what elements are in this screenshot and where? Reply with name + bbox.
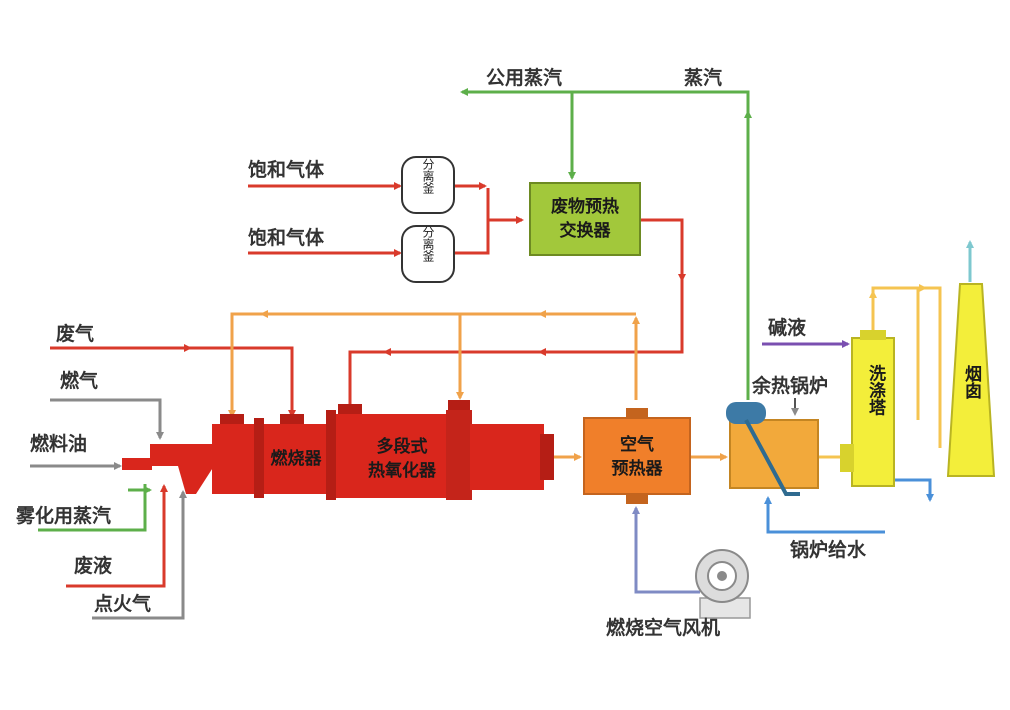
waste-liquid-line: [66, 484, 168, 588]
boiler-feed-water-label: 锅炉给水: [790, 538, 867, 561]
waste-gas-line: [50, 346, 296, 418]
public-steam-label: 公用蒸汽: [486, 66, 562, 89]
atomizing-steam-label: 雾化用蒸汽: [16, 504, 111, 527]
saturated-gas-2-label: 饱和气体: [248, 226, 325, 249]
oxidizer-label-1: 多段式: [377, 436, 428, 457]
oxidizer-label-2: 热氧化器: [368, 460, 437, 481]
burner-label: 燃烧器: [271, 448, 323, 469]
combustion-fan-label: 燃烧空气风机: [606, 616, 720, 639]
boiler-feed-water-line: [764, 496, 885, 534]
chimney: 烟囱: [946, 283, 996, 477]
fuel-gas-line: [50, 398, 164, 440]
saturated-gas-1-label: 饱和气体: [248, 158, 325, 181]
air-preheater: 空气 预热器: [583, 408, 691, 504]
waste-gas-label: 废气: [56, 322, 94, 345]
separator-1-label: 分离釜: [421, 158, 435, 194]
steam-line: [460, 88, 750, 112]
chimney-label: 烟囱: [961, 364, 982, 400]
exchanger-label-2: 交换器: [560, 220, 612, 241]
scrubber-label: 洗涤塔: [865, 363, 886, 416]
alkali-label: 碱液: [768, 316, 807, 339]
flow-lines: [30, 88, 974, 620]
air-preheater-label-1: 空气: [620, 434, 654, 455]
separator-2-label: 分离釜: [421, 226, 435, 262]
separator-1: 分离釜: [401, 156, 455, 214]
fuel-oil-label: 燃料油: [30, 432, 87, 455]
sep2-out: [455, 188, 490, 255]
exchanger-out: [348, 218, 684, 412]
scrubber-tower: 洗涤塔: [840, 330, 895, 487]
fuel-gas-label: 燃气: [60, 369, 98, 392]
air-preheater-label-2: 预热器: [612, 458, 664, 479]
waste-preheat-exchanger: 废物预热 交换器: [529, 182, 641, 256]
fan-to-preheater: [632, 506, 700, 594]
scrubber-drain: [895, 478, 934, 502]
ignition-gas-line: [92, 490, 187, 620]
steam-label: 蒸汽: [684, 66, 722, 89]
ignition-gas-label: 点火气: [94, 592, 151, 615]
atomizing-steam-line: [38, 484, 147, 532]
centrifugal-fan-icon: [695, 549, 751, 619]
burner-nozzle: [122, 444, 214, 494]
thermal-oxidizer: 燃烧器 多段式 热氧化器: [212, 400, 554, 500]
separator-2: 分离釜: [401, 225, 455, 283]
waste-liquid-label: 废液: [74, 554, 113, 577]
waste-heat-boiler: [726, 402, 819, 496]
exchanger-label-1: 废物预热: [551, 196, 619, 217]
waste-heat-boiler-label: 余热锅炉: [751, 374, 828, 397]
